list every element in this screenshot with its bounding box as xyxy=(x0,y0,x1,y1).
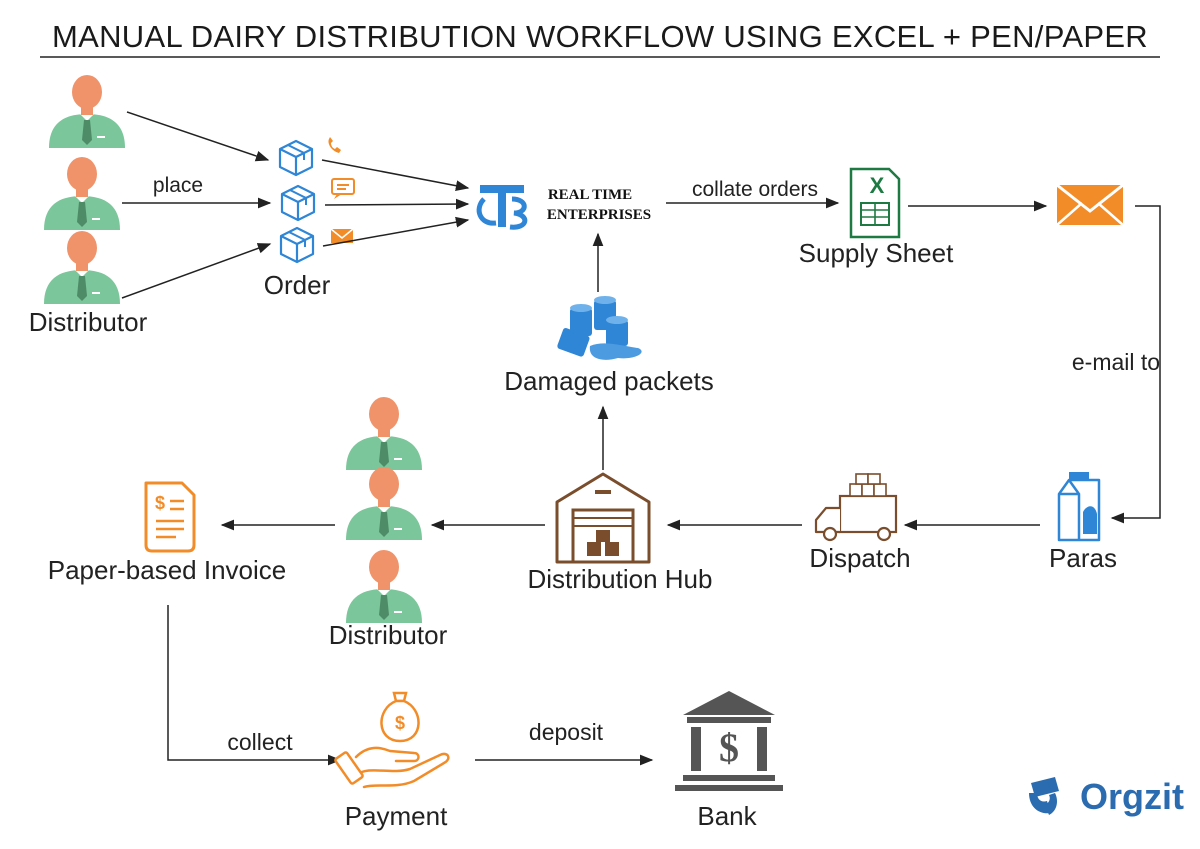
distributor-label-left: Distributor xyxy=(29,307,148,337)
bank-icon: $ xyxy=(675,691,783,791)
invoice-label: Paper-based Invoice xyxy=(48,555,286,585)
svg-text:$: $ xyxy=(155,493,165,513)
invoice-icon: $ xyxy=(144,481,196,553)
dispatch-label: Dispatch xyxy=(809,543,910,573)
edge-label-collect: collect xyxy=(227,729,293,755)
bank-label: Bank xyxy=(697,801,757,831)
company-logo-icon xyxy=(476,185,528,230)
edge-invoice-payment xyxy=(167,605,342,766)
box-icon xyxy=(278,139,314,177)
company-name-line2: ENTERPRISES xyxy=(547,207,651,223)
chat-icon xyxy=(331,178,355,199)
paras-label: Paras xyxy=(1049,543,1117,573)
svg-text:X: X xyxy=(870,173,885,198)
person-icon xyxy=(49,75,125,148)
person-icon xyxy=(346,467,422,540)
box-icon xyxy=(279,226,315,264)
box-icon xyxy=(280,184,316,222)
distributor-label-mid: Distributor xyxy=(329,620,448,650)
edge-order-company-3 xyxy=(322,216,470,247)
edge-envelope-paras xyxy=(1110,205,1161,524)
damaged-label: Damaged packets xyxy=(504,366,714,396)
person-icon xyxy=(346,550,422,623)
edge-label-place: place xyxy=(153,174,203,197)
barrels-icon xyxy=(557,296,642,360)
orgzit-logo-icon xyxy=(1029,777,1059,815)
edge-distributor-order-3 xyxy=(121,243,272,299)
edge-order-company-2 xyxy=(324,198,470,210)
mail-icon xyxy=(330,228,354,243)
svg-text:$: $ xyxy=(719,725,739,770)
supply-sheet-label: Supply Sheet xyxy=(799,238,954,268)
edge-distributor-order-1 xyxy=(126,111,270,162)
edge-label-deposit: deposit xyxy=(529,719,604,745)
edge-label-collate: collate orders xyxy=(692,178,818,201)
truck-icon xyxy=(814,473,898,542)
company-name-line1: REAL TIME xyxy=(548,187,632,203)
warehouse-icon xyxy=(555,472,651,564)
edge-order-company-1 xyxy=(321,159,470,192)
milk-carton-icon xyxy=(1057,472,1101,542)
phone-icon xyxy=(328,137,341,153)
person-icon xyxy=(346,397,422,470)
svg-text:$: $ xyxy=(395,713,405,733)
order-label: Order xyxy=(264,270,331,300)
envelope-icon xyxy=(1056,183,1124,226)
payment-label: Payment xyxy=(345,801,448,831)
page-title: MANUAL DAIRY DISTRIBUTION WORKFLOW USING… xyxy=(52,19,1148,54)
person-icon xyxy=(44,231,120,304)
hub-label: Distribution Hub xyxy=(528,564,713,594)
orgzit-brand: Orgzit xyxy=(1080,776,1184,817)
person-icon xyxy=(44,157,120,230)
edge-label-email: e-mail to xyxy=(1072,349,1160,375)
money-hand-icon: $ xyxy=(334,691,450,789)
excel-sheet-icon: X xyxy=(849,167,901,239)
